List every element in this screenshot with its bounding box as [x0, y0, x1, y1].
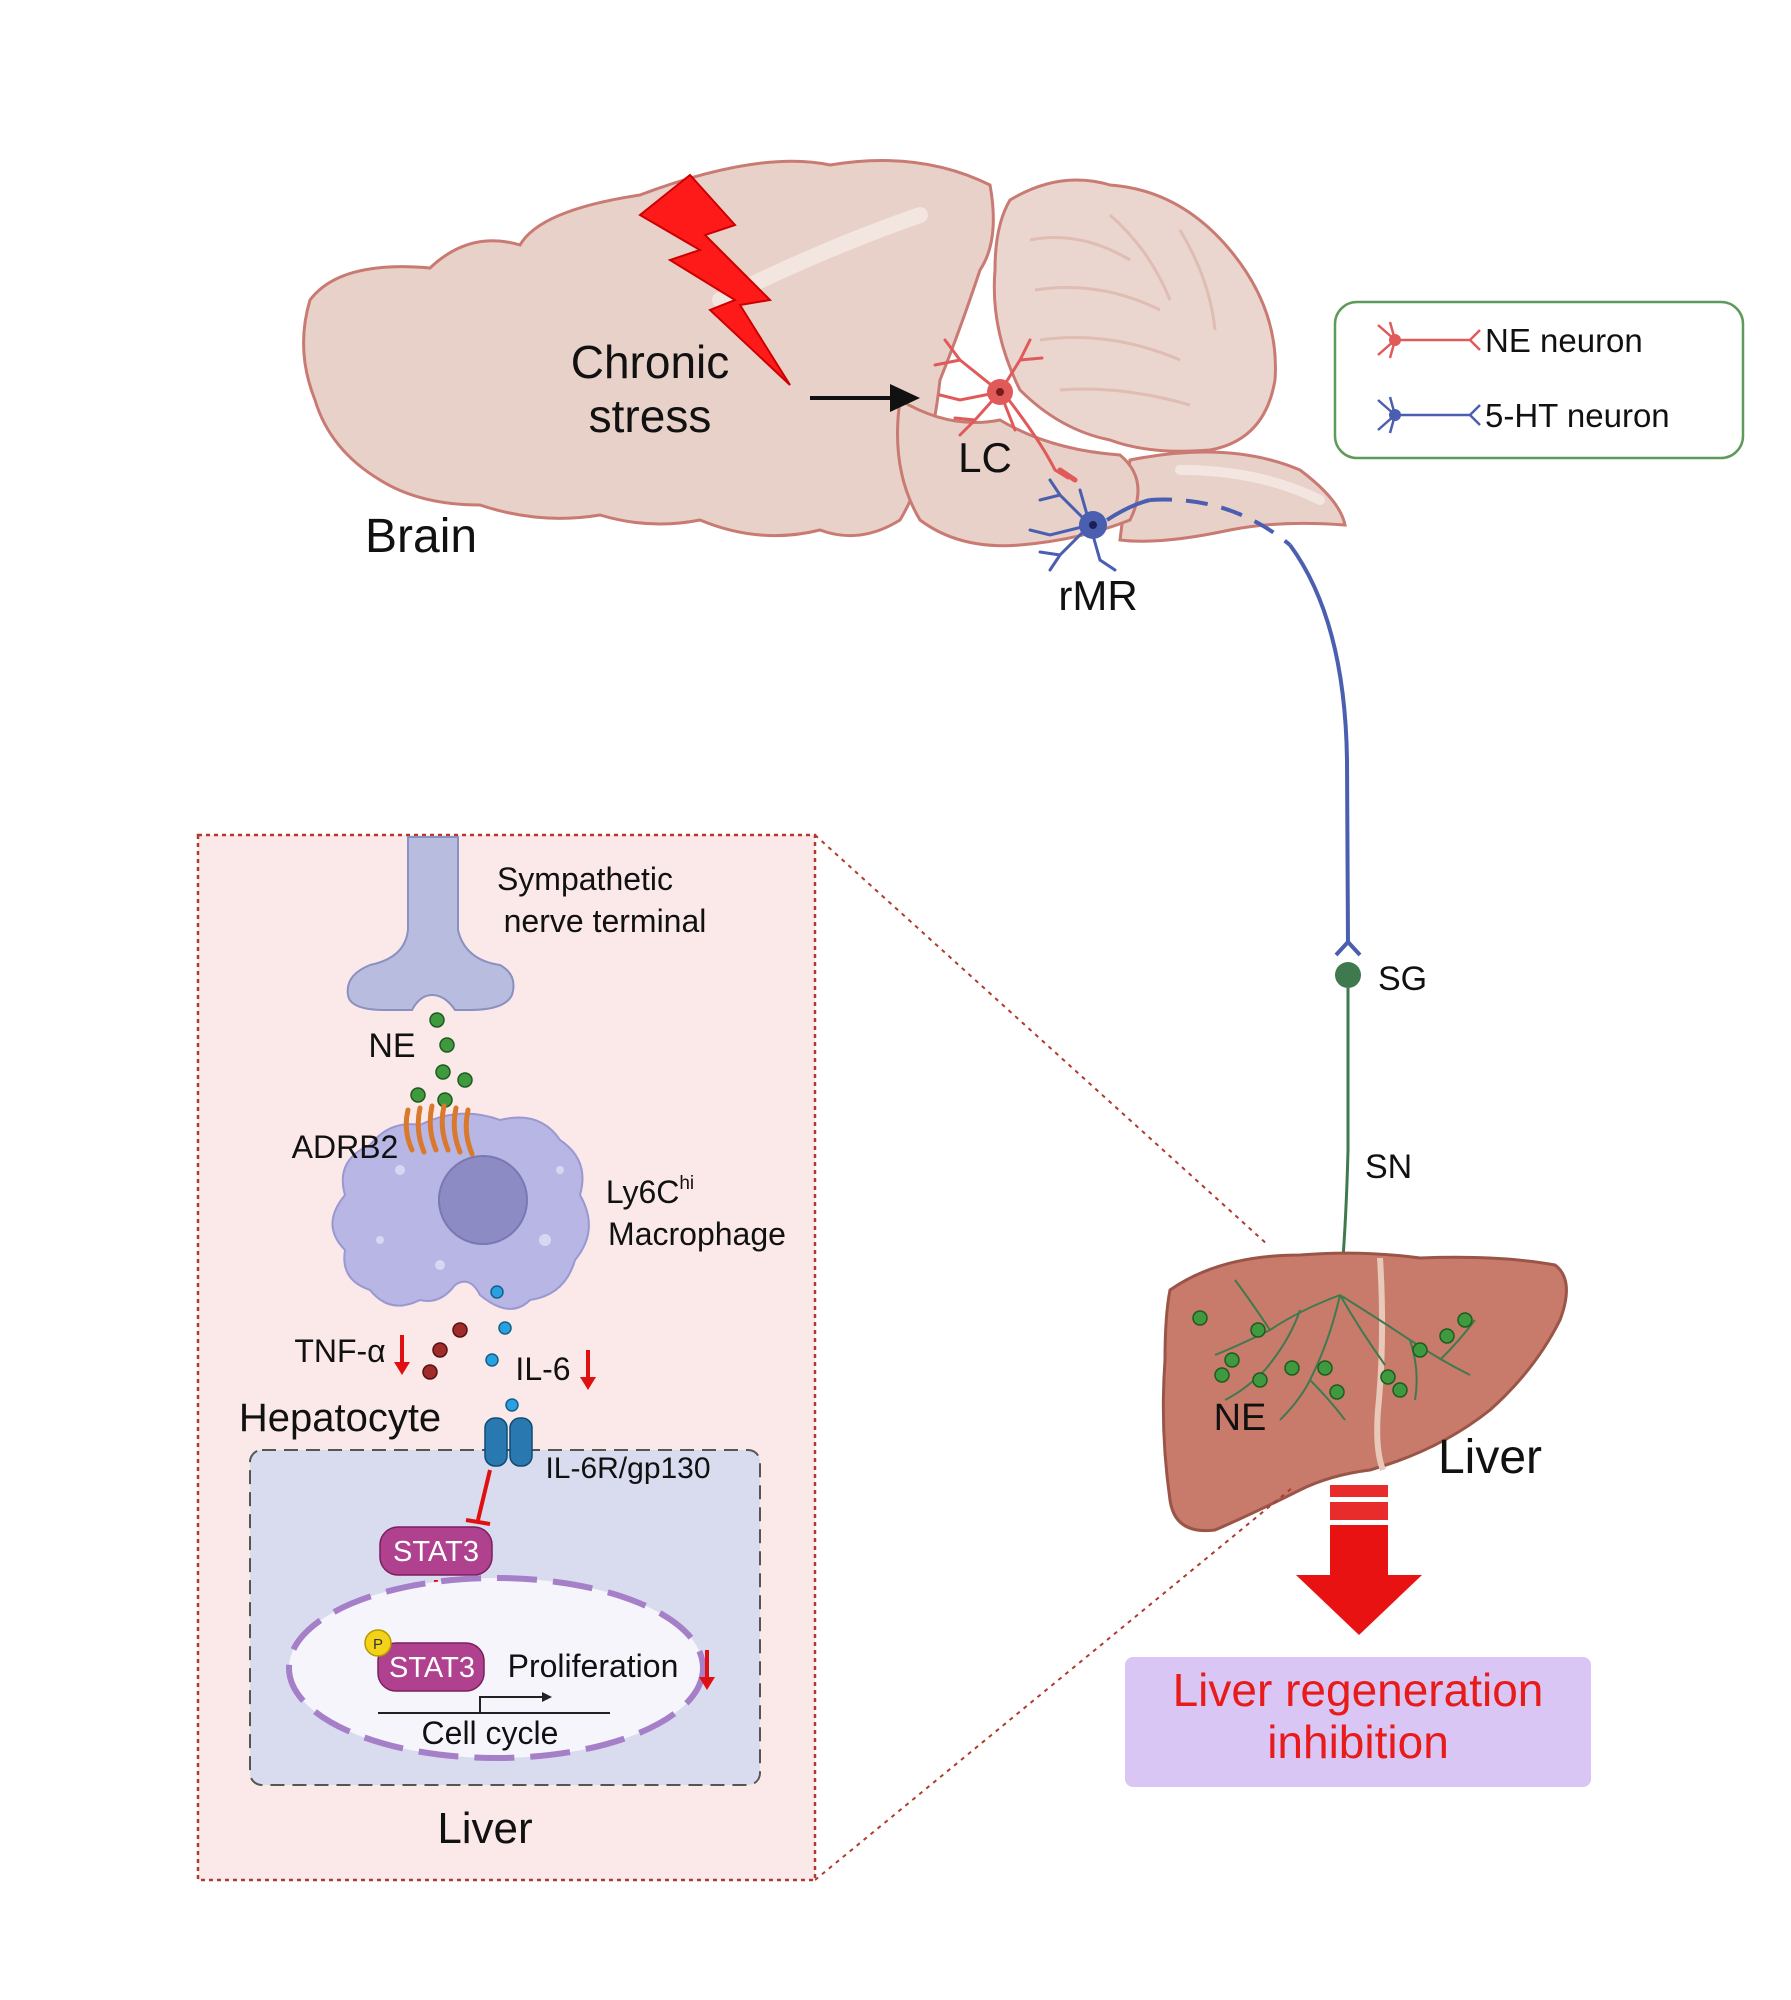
pstat3-box: [377, 1642, 485, 1692]
brain-illustration: [302, 159, 1347, 548]
nerve-terminal-icon: [346, 836, 515, 1011]
ne-particles: [410, 1012, 473, 1108]
il6-down-arrow-icon: [580, 1350, 596, 1390]
proliferation-label: Proliferation: [508, 1648, 679, 1684]
brain-label: Brain: [365, 510, 477, 563]
legend-ne-neuron-icon: [1377, 321, 1481, 359]
tnf-label: TNF-α: [294, 1333, 385, 1369]
inset-ne-label: NE: [368, 1027, 415, 1065]
legend-ne-neuron-label: NE neuron: [1485, 322, 1643, 359]
chronic-stress-line2: stress: [589, 390, 712, 442]
stat3-label: STAT3: [393, 1536, 479, 1568]
regeneration-down-arrow-icon: [1296, 1485, 1422, 1635]
phospho-icon: [364, 1629, 392, 1657]
proliferation-down-arrow-icon: [699, 1650, 715, 1690]
lightning-icon: [638, 173, 791, 386]
legend: NE neuron 5-HT neuron: [1333, 300, 1745, 460]
ht-axon: [1105, 498, 1151, 522]
liver-ne-dots: [1192, 1310, 1473, 1400]
il6r-gp130-icon: [484, 1417, 533, 1467]
sg-label: SG: [1378, 960, 1427, 998]
lc-label: LC: [958, 434, 1012, 481]
legend-5ht-neuron-icon: [1377, 396, 1481, 434]
rmr-5ht-neuron-icon: [1028, 478, 1117, 572]
stat3-box: [379, 1526, 493, 1576]
chronic-stress-line1: Chronic: [571, 336, 730, 388]
macrophage-line1-main: Ly6C: [606, 1174, 680, 1210]
cell-cycle-label: Cell cycle: [422, 1715, 559, 1751]
legend-5ht-neuron-label: 5-HT neuron: [1485, 397, 1670, 434]
lc-ne-neuron-icon: [933, 338, 1078, 483]
adrb2-label: ADRB2: [292, 1129, 399, 1165]
nerve-terminal-line1: Sympathetic: [497, 861, 673, 897]
transcription-arrow-icon: [479, 1696, 545, 1713]
macrophage-line1: Ly6Chi: [606, 1173, 694, 1210]
rmr-label: rMR: [1058, 572, 1137, 619]
zoom-line-bottom: [814, 1487, 1293, 1881]
stress-arrow-head: [890, 384, 920, 412]
pstat3-label: STAT3: [389, 1652, 475, 1684]
il6r-label: IL-6R/gp130: [545, 1452, 710, 1485]
outcome-line2: inhibition: [1267, 1716, 1449, 1768]
inset-liver-label: Liver: [437, 1804, 532, 1853]
sn-label: SN: [1365, 1148, 1412, 1186]
tnf-down-arrow-icon: [394, 1335, 410, 1375]
outcome-line1: Liver regeneration: [1173, 1664, 1544, 1716]
il6-particles: [485, 1285, 519, 1412]
sg-ganglion-icon: [1335, 962, 1361, 988]
spinal-pathway: [1288, 543, 1350, 946]
tnf-particles: [422, 1322, 468, 1380]
liver-organ-label: Liver: [1438, 1431, 1542, 1484]
outcome-box: [1125, 1657, 1591, 1787]
phospho-label: P: [373, 1636, 383, 1653]
macrophage-line2: Macrophage: [608, 1216, 786, 1252]
hepatocyte-label: Hepatocyte: [239, 1396, 441, 1440]
sn-nerve: [1338, 988, 1350, 1296]
ht-axon-dashed: [1149, 497, 1292, 547]
adrb2-receptor-icon: [403, 1103, 475, 1157]
il6-label: IL-6: [515, 1351, 570, 1387]
nerve-terminal-line2: nerve terminal: [504, 903, 707, 939]
zoom-line-top: [814, 834, 1269, 1246]
macrophage-line1-sup: hi: [679, 1173, 694, 1194]
macrophage-nucleus: [438, 1155, 528, 1245]
inhibit-line-1: [476, 1469, 492, 1521]
liver-ne-label: NE: [1214, 1397, 1267, 1439]
